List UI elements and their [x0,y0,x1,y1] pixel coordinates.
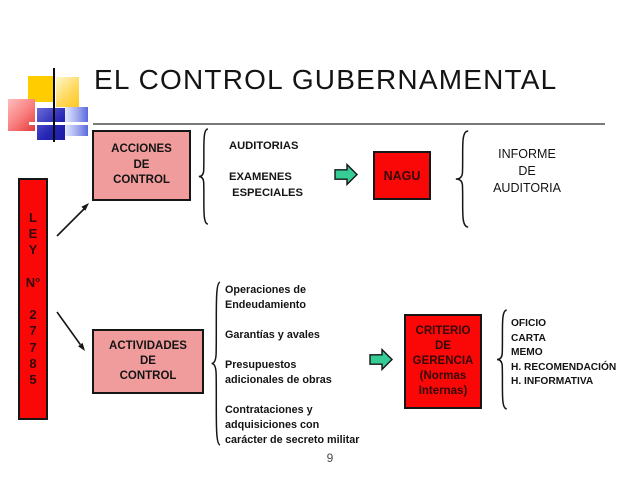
page-title: EL CONTROL GUBERNAMENTAL [94,64,558,95]
flow-arrow-icon [334,162,359,187]
page-number: 9 [326,451,334,465]
operaciones-list: Operaciones de Endeudamiento Garantías y… [225,284,360,446]
nagu-label: NAGU [383,168,421,183]
title-underline [92,123,605,125]
logo-pink-square [8,99,35,131]
connector-arrow-down-icon [56,311,85,351]
criterio-de-gerencia-label: CRITERIO DE GERENCIA (Normas Internas) [412,325,474,397]
flow-arrow-icon [369,347,394,372]
actividades-de-control-label: ACTIVIDADES DE CONTROL [109,340,187,382]
auditorias-examenes-list: AUDITORIAS EXAMENES ESPECIALES [229,140,303,199]
acciones-de-control-label: ACCIONES DE CONTROL [111,143,172,187]
logo-blue-gradient-square [65,107,88,136]
curly-brace-icon [196,126,210,227]
logo-yellow-square [28,76,54,102]
logo-vertical-line [53,68,55,142]
curly-brace-icon [452,128,471,230]
curly-brace-icon [209,277,222,450]
ley-27785-box: L E Y N° 2 7 7 8 5 [18,178,48,420]
logo-yellow-gradient-square [56,77,79,107]
logo-white-line [29,122,93,125]
acciones-de-control-box: ACCIONES DE CONTROL [92,130,191,201]
curly-brace-icon [494,307,509,412]
ley-27785-label: L E Y N° 2 7 7 8 5 [25,209,41,387]
informe-de-auditoria-label: INFORME DE AUDITORIA [493,147,561,195]
actividades-de-control-box: ACTIVIDADES DE CONTROL [92,329,204,394]
oficio-documents-list: OFICIO CARTA MEMO H. RECOMENDACIÓN H. IN… [511,318,617,388]
connector-arrow-up-icon [56,203,89,237]
nagu-box: NAGU [373,151,431,200]
criterio-de-gerencia-box: CRITERIO DE GERENCIA (Normas Internas) [404,314,482,409]
